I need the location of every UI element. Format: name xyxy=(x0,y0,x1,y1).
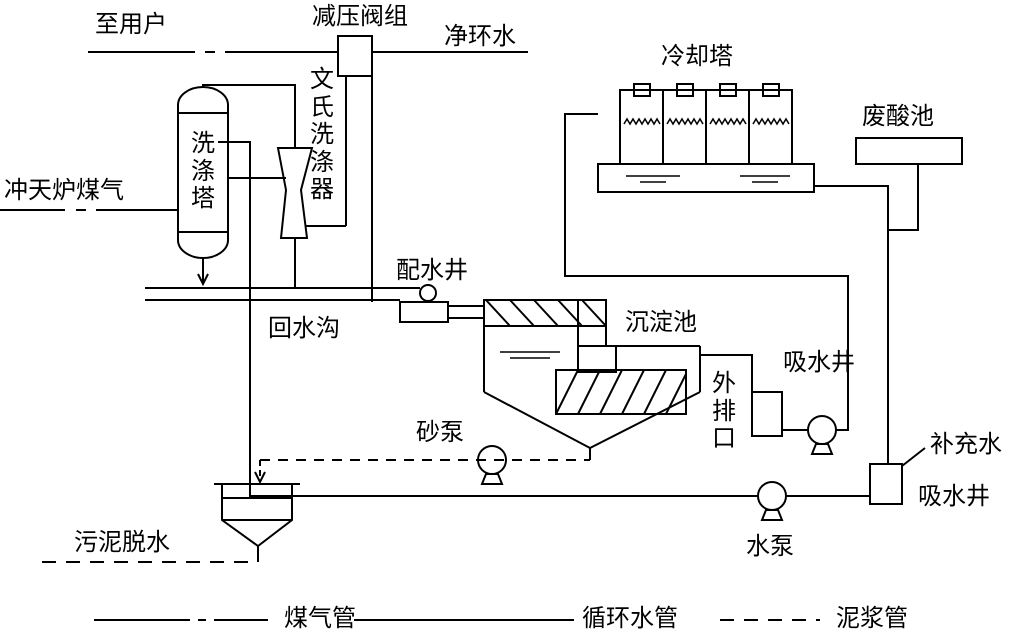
sludge-hopper xyxy=(214,483,300,548)
makeup-water-pointer xyxy=(901,447,926,467)
legend-gas-pipe-label: 煤气管 xyxy=(284,604,356,632)
pressure-valve-group-box xyxy=(337,35,373,77)
label-distribution-well: 配水井 xyxy=(396,256,468,284)
tower-drain-arrowhead xyxy=(197,273,209,287)
venturi-scrubber-shape xyxy=(276,147,314,239)
settling-tank-shape xyxy=(483,299,701,449)
label-suction-well-1: 吸水井 xyxy=(783,348,855,376)
tank-overflow-pipe xyxy=(700,354,753,392)
cooling-tower-shape xyxy=(597,83,815,193)
label-cupola-gas: 冲天炉煤气 xyxy=(4,176,124,204)
label-waste-acid-pool: 废酸池 xyxy=(862,102,934,130)
tower-to-venturi-pipe xyxy=(202,84,296,148)
label-external-discharge: 外排口 xyxy=(712,369,736,453)
label-to-users: 至用户 xyxy=(95,10,167,38)
waste-acid-pool-box xyxy=(855,137,963,165)
pump-to-cooling-tower-pipe xyxy=(564,113,849,431)
cooling-tower-outlet-pipe xyxy=(814,185,889,464)
tower-water-inlet-pipe xyxy=(218,141,758,497)
legend-slurry-pipe-label: 泥浆管 xyxy=(836,604,908,632)
suction-well-2-box xyxy=(869,463,903,505)
label-venturi-scrubber: 文氏洗涤器 xyxy=(310,65,334,204)
suction-well-1-box xyxy=(751,391,783,437)
legend-circulating-water-pipe-label: 循环水管 xyxy=(582,604,678,632)
water-pump xyxy=(757,481,787,521)
distribution-well-circle xyxy=(419,284,437,302)
label-pressure-valve-group: 减压阀组 xyxy=(312,2,408,30)
label-return-ditch: 回水沟 xyxy=(268,314,340,342)
acid-pool-pipe xyxy=(888,164,919,231)
label-cooling-tower: 冷却塔 xyxy=(661,42,733,70)
sand-pump xyxy=(477,445,507,485)
suction-pump-1 xyxy=(807,415,837,455)
well-to-tank-pipe xyxy=(448,305,484,319)
distribution-well-box xyxy=(399,301,449,323)
slurry-arrowhead xyxy=(254,471,266,485)
label-clean-circulating-water: 净环水 xyxy=(444,22,516,50)
label-water-pump: 水泵 xyxy=(746,532,794,560)
label-settling-tank: 沉淀池 xyxy=(625,308,697,336)
label-scrubber-tower: 洗涤塔 xyxy=(191,129,215,213)
label-sand-pump: 砂泵 xyxy=(416,418,464,446)
label-makeup-water: 补充水 xyxy=(930,430,1002,458)
label-suction-well-2: 吸水井 xyxy=(918,482,990,510)
label-sludge-dewatering: 污泥脱水 xyxy=(74,528,170,556)
return-ditch-lines xyxy=(145,287,420,301)
scrubber-tower-shape xyxy=(177,86,229,259)
